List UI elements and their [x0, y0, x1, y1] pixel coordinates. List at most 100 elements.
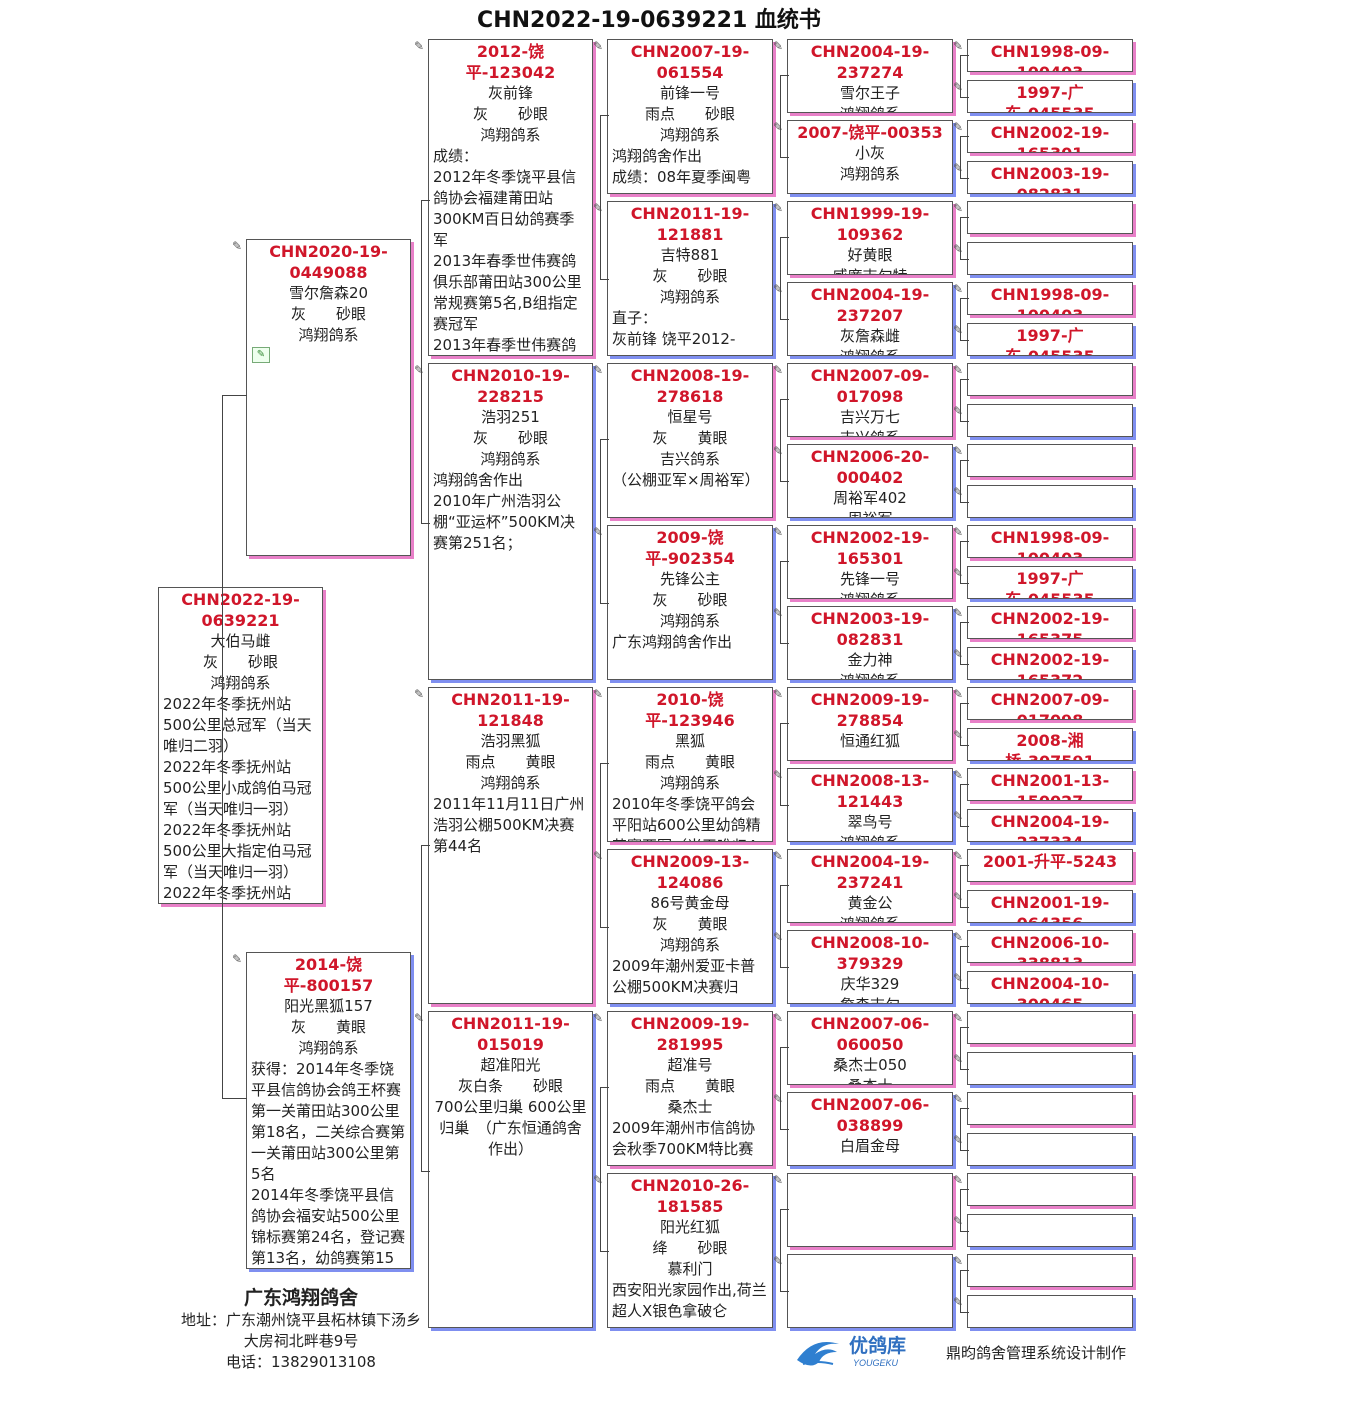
- edit-icon[interactable]: ✎: [772, 687, 784, 701]
- edit-icon[interactable]: ✎: [952, 889, 964, 904]
- edit-icon[interactable]: ✎: [952, 930, 964, 944]
- edit-icon[interactable]: ✎: [772, 1254, 784, 1268]
- edit-icon[interactable]: ✎: [952, 484, 964, 499]
- edit-icon[interactable]: ✎: [952, 241, 964, 256]
- pedigree-card[interactable]: [967, 1254, 1133, 1287]
- edit-icon[interactable]: ✎: [952, 606, 964, 620]
- edit-icon[interactable]: ✎: [592, 1011, 604, 1025]
- pedigree-card[interactable]: CHN2002-19-165375: [967, 606, 1133, 639]
- pedigree-card[interactable]: 2008-湘桥-307591: [967, 727, 1133, 761]
- edit-icon[interactable]: ✎: [592, 687, 604, 701]
- edit-icon[interactable]: ✎: [772, 768, 784, 782]
- edit-icon[interactable]: ✎: [952, 1092, 964, 1106]
- pedigree-card[interactable]: CHN2004-19-237207灰詹森雌鸿翔鸽系: [787, 282, 953, 356]
- edit-icon[interactable]: ✎: [952, 160, 964, 175]
- edit-icon[interactable]: ✎: [772, 1173, 784, 1187]
- edit-icon[interactable]: ✎: [592, 849, 604, 863]
- pedigree-card[interactable]: CHN2002-19-165301先锋一号鸿翔鸽系: [787, 525, 953, 599]
- pedigree-card[interactable]: [967, 403, 1133, 437]
- pedigree-card[interactable]: [787, 1173, 953, 1247]
- edit-icon[interactable]: ✎: [952, 565, 964, 580]
- edit-icon[interactable]: ✎: [952, 1132, 964, 1147]
- pedigree-card[interactable]: CHN2004-10-300465: [967, 970, 1133, 1004]
- pedigree-card[interactable]: CHN2002-19-165301: [967, 120, 1133, 153]
- pedigree-card[interactable]: [967, 1213, 1133, 1247]
- edit-icon[interactable]: ✎: [952, 808, 964, 823]
- edit-icon[interactable]: ✎: [231, 952, 243, 966]
- pedigree-card[interactable]: [967, 1092, 1133, 1125]
- edit-icon[interactable]: ✎: [413, 363, 425, 377]
- pedigree-card[interactable]: CHN2006-10-338813: [967, 930, 1133, 963]
- edit-icon[interactable]: ✎: [952, 687, 964, 701]
- edit-icon[interactable]: ✎: [592, 525, 604, 539]
- edit-icon[interactable]: ✎: [952, 1213, 964, 1228]
- edit-icon[interactable]: ✎: [952, 1173, 964, 1187]
- pedigree-card[interactable]: 2001-升平-5243: [967, 849, 1133, 882]
- edit-icon[interactable]: ✎: [952, 322, 964, 337]
- edit-icon[interactable]: ✎: [772, 1011, 784, 1025]
- pedigree-card[interactable]: CHN1998-09-100403: [967, 39, 1133, 72]
- pedigree-card[interactable]: [967, 363, 1133, 396]
- edit-icon[interactable]: ✎: [592, 1173, 604, 1187]
- pedigree-card[interactable]: [967, 1132, 1133, 1166]
- pedigree-card[interactable]: CHN2001-19-064356: [967, 889, 1133, 923]
- edit-icon[interactable]: ✎: [952, 79, 964, 94]
- edit-icon[interactable]: ✎: [952, 39, 964, 53]
- pedigree-card[interactable]: CHN2006-20-000402周裕军402周裕军: [787, 444, 953, 518]
- edit-icon[interactable]: ✎: [772, 444, 784, 458]
- edit-icon[interactable]: ✎: [772, 1092, 784, 1106]
- pedigree-card[interactable]: 1997-广东-045535: [967, 322, 1133, 356]
- edit-icon[interactable]: ✎: [952, 1254, 964, 1268]
- edit-icon[interactable]: ✎: [772, 363, 784, 377]
- pedigree-card[interactable]: CHN2001-13-150027: [967, 768, 1133, 801]
- pedigree-card[interactable]: CHN1999-19-109362好黄眼威廉吉勾特: [787, 201, 953, 275]
- edit-icon[interactable]: ✎: [772, 39, 784, 53]
- pedigree-card[interactable]: [967, 241, 1133, 275]
- pedigree-card[interactable]: CHN1998-09-100403: [967, 525, 1133, 558]
- edit-icon[interactable]: ✎: [772, 201, 784, 215]
- pedigree-card[interactable]: 1997-广东-045535: [967, 79, 1133, 113]
- pedigree-card[interactable]: CHN2007-06-060050桑杰士050桑杰士: [787, 1011, 953, 1085]
- edit-icon[interactable]: ✎: [772, 930, 784, 944]
- edit-icon[interactable]: ✎: [952, 120, 964, 134]
- pedigree-card[interactable]: [967, 1011, 1133, 1044]
- edit-icon[interactable]: ✎: [952, 970, 964, 985]
- pedigree-card[interactable]: CHN2004-19-237274雪尔王子鸿翔鸽系: [787, 39, 953, 113]
- pedigree-card[interactable]: [967, 1294, 1133, 1328]
- pedigree-card[interactable]: CHN2002-19-165372: [967, 646, 1133, 680]
- pedigree-card[interactable]: [967, 444, 1133, 477]
- pedigree-card[interactable]: CHN2003-19-082831: [967, 160, 1133, 194]
- edit-icon[interactable]: ✎: [952, 525, 964, 539]
- edit-icon[interactable]: ✎: [592, 201, 604, 215]
- pedigree-card[interactable]: CHN2004-19-237334: [967, 808, 1133, 842]
- edit-icon[interactable]: ✎: [952, 1051, 964, 1066]
- edit-icon[interactable]: ✎: [772, 120, 784, 134]
- edit-icon[interactable]: ✎: [413, 1011, 425, 1025]
- pedigree-card[interactable]: CHN1998-09-100403: [967, 282, 1133, 315]
- edit-icon[interactable]: ✎: [952, 646, 964, 661]
- edit-icon[interactable]: ✎: [413, 39, 425, 53]
- edit-icon[interactable]: ✎: [952, 201, 964, 215]
- pedigree-card[interactable]: [967, 1051, 1133, 1085]
- pedigree-card[interactable]: CHN2004-19-237241黄金公鸿翔鸽系: [787, 849, 953, 923]
- edit-icon[interactable]: ✎: [952, 363, 964, 377]
- edit-icon[interactable]: ✎: [772, 849, 784, 863]
- pedigree-card[interactable]: CHN2008-13-121443翠鸟号鸿翔鸽系: [787, 768, 953, 842]
- pedigree-card[interactable]: CHN2008-10-379329庆华329詹森吉勾: [787, 930, 953, 1004]
- pedigree-card[interactable]: CHN2007-09-017098吉兴万七吉兴鸽系: [787, 363, 953, 437]
- pedigree-card[interactable]: [967, 484, 1133, 518]
- edit-icon[interactable]: ✎: [413, 687, 425, 701]
